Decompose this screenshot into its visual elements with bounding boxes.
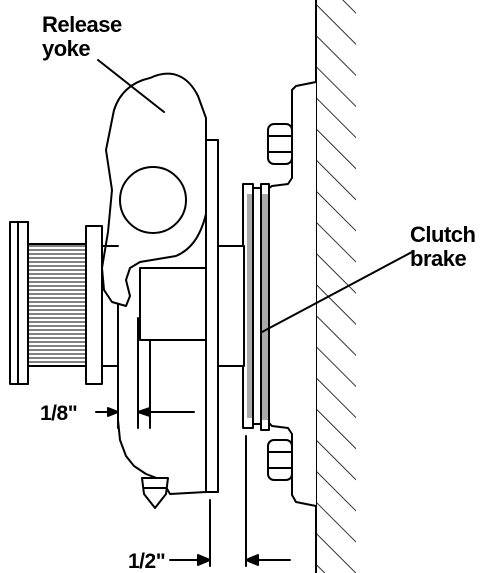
release-yoke-label-line2: yoke xyxy=(42,36,90,61)
dimension-1-2 xyxy=(169,435,291,567)
adjusting-ring xyxy=(9,221,119,385)
clutch-brake-leader xyxy=(261,251,413,333)
bearing-plate xyxy=(205,139,219,493)
housing-wall xyxy=(315,0,356,573)
upper-bolt xyxy=(267,123,293,165)
dimension-1-8-label: 1/8" xyxy=(40,402,77,425)
grease-fitting xyxy=(141,477,169,509)
release-yoke-leader xyxy=(97,59,165,113)
yoke-pivot-hole xyxy=(119,166,187,234)
clutch-brake xyxy=(242,183,270,431)
release-yoke-label-line1: Release xyxy=(42,12,122,37)
lower-bolt xyxy=(267,439,293,481)
clutch-brake-label-line1: Clutch xyxy=(410,222,476,247)
dimension-1-2-label: 1/2" xyxy=(128,550,165,573)
clutch-brake-label-line2: brake xyxy=(410,246,466,271)
dimension-1-8 xyxy=(95,317,195,429)
